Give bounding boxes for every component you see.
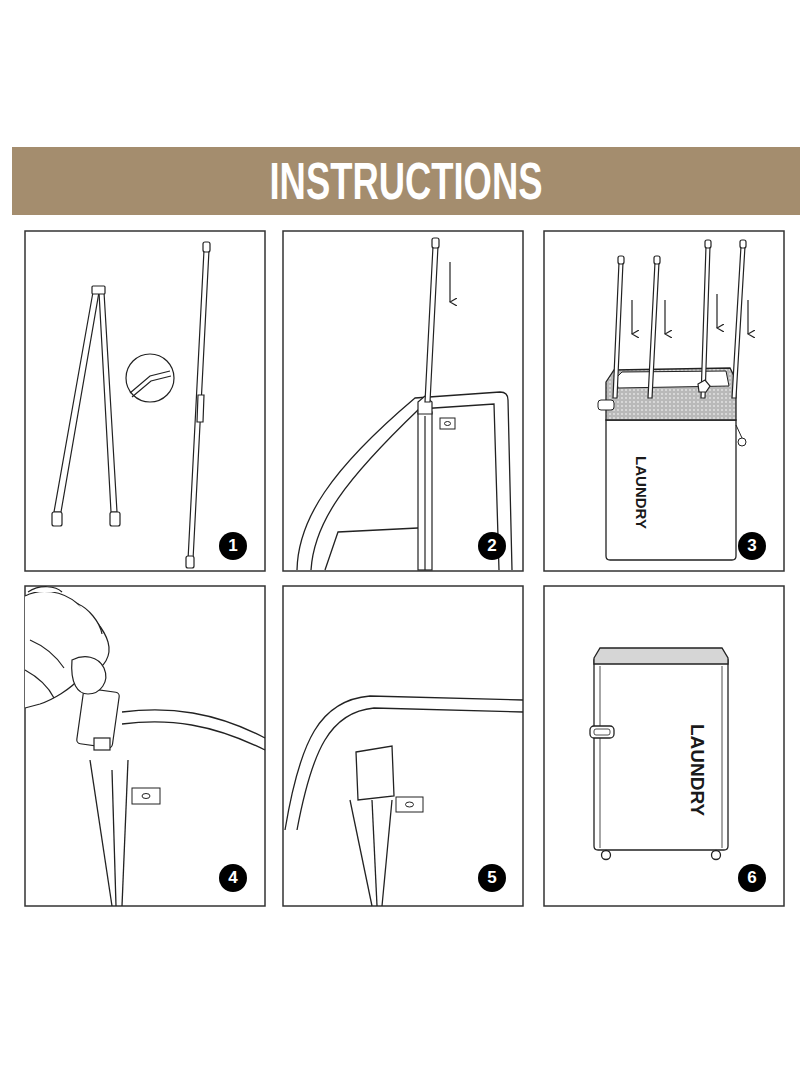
- label-slot: 3: [738, 532, 766, 560]
- poles: [613, 240, 746, 398]
- label-slot: 6: [738, 864, 766, 892]
- tag: [440, 418, 455, 429]
- folded-pole: [52, 286, 120, 526]
- callout-number: 2: [478, 532, 506, 560]
- callout-number: 4: [219, 864, 247, 892]
- title-banner: [12, 147, 800, 215]
- label-slot: 5: [478, 864, 506, 892]
- joint-zoom: [126, 354, 174, 402]
- callout-number: 5: [478, 864, 506, 892]
- basket-rim: [90, 710, 265, 906]
- basket-body: [598, 368, 746, 560]
- panel-frames: [25, 231, 784, 906]
- label-slot: 2: [478, 532, 506, 560]
- label-slot: 4: [219, 864, 247, 892]
- title-bar: INSTRUCTIONS: [12, 147, 800, 215]
- down-arrows: [632, 294, 748, 334]
- printed-label: LAUNDRY: [633, 456, 650, 529]
- straight-pole: [186, 242, 210, 568]
- hand: [25, 587, 120, 750]
- finished-hamper: [590, 648, 728, 860]
- tag: [132, 788, 160, 804]
- callout-number: 1: [219, 532, 247, 560]
- pole-sleeve: [418, 238, 439, 570]
- down-arrow: [449, 262, 450, 302]
- tag: [396, 797, 423, 812]
- flap: [356, 746, 394, 800]
- printed-label: LAUNDRY: [686, 724, 708, 816]
- basket-rim: [285, 696, 523, 906]
- callout-number: 6: [738, 864, 766, 892]
- label-slot: LAUNDRY: [605, 484, 678, 501]
- title: INSTRUCTIONS: [270, 155, 543, 207]
- label-slot: 1: [219, 532, 247, 560]
- label-slot: LAUNDRY: [651, 759, 743, 781]
- callout-number: 3: [738, 532, 766, 560]
- basket-opening: [297, 392, 512, 570]
